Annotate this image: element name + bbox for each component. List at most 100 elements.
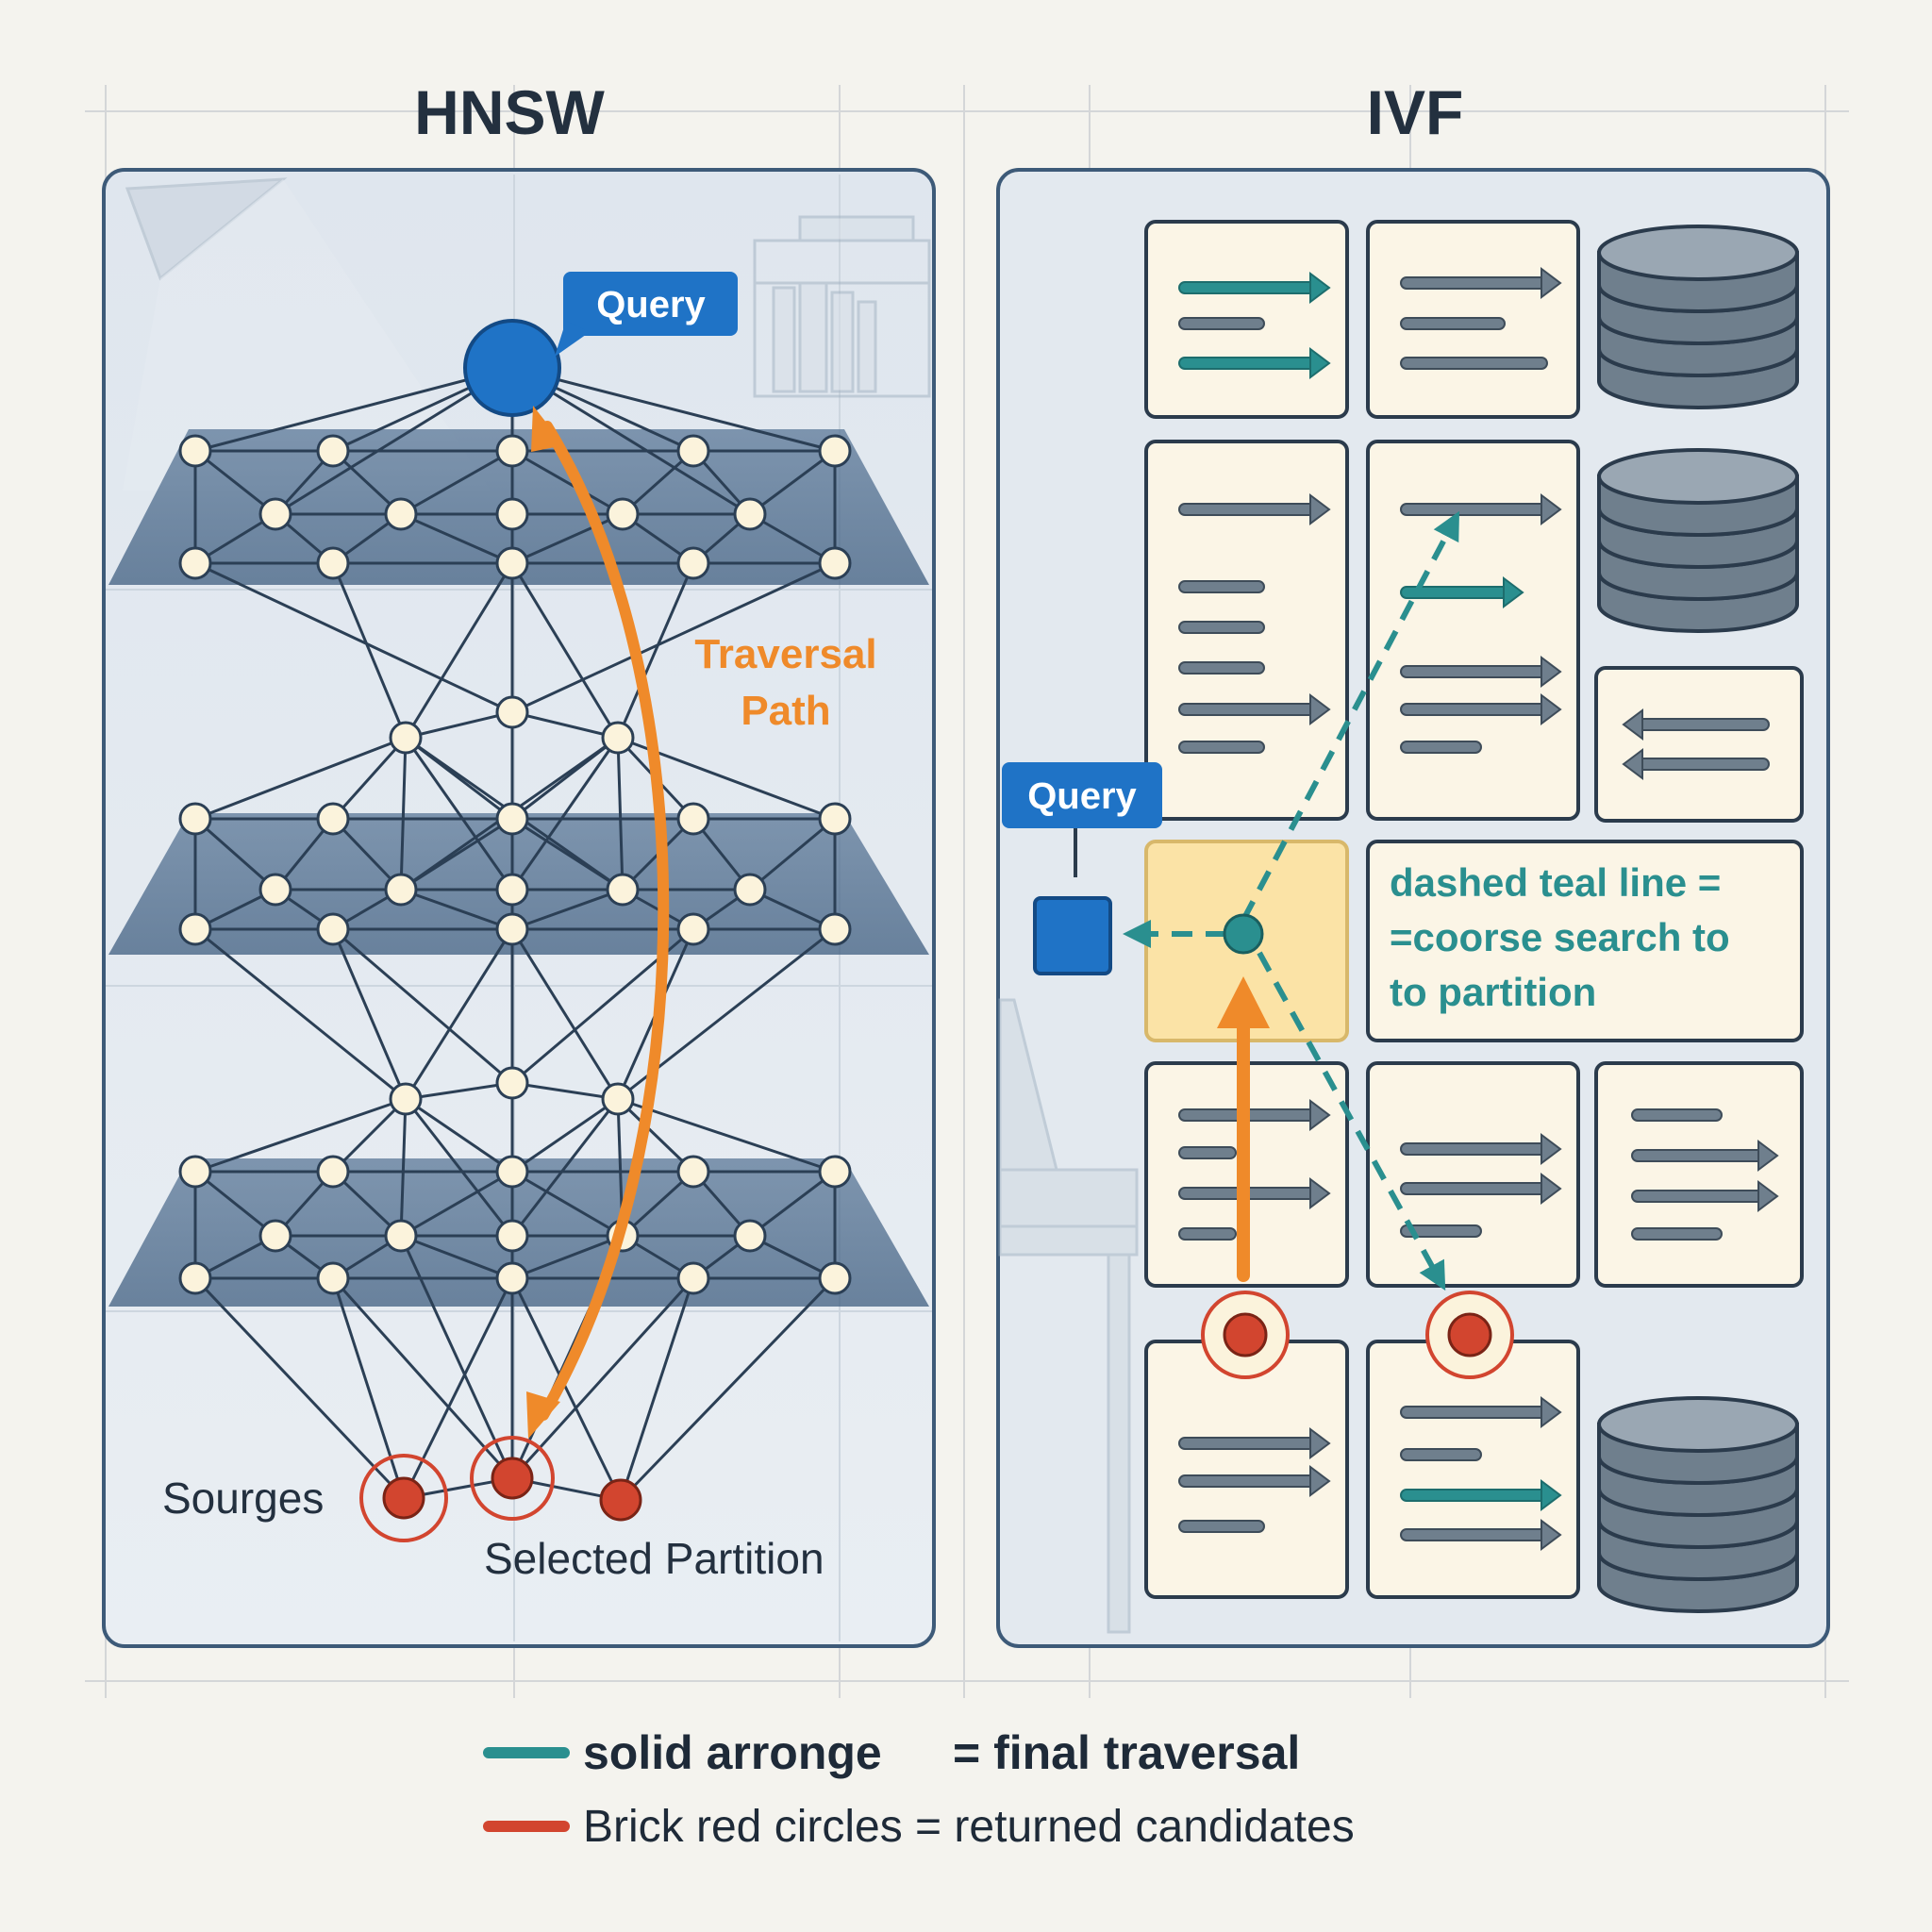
vector-entry xyxy=(1400,741,1482,754)
graph-edge xyxy=(511,1081,619,1101)
graph-edge xyxy=(400,888,513,931)
graph-edge xyxy=(510,1276,695,1480)
legend-red-label: Brick red circles = returned candidates xyxy=(583,1802,1355,1852)
vector-arrow xyxy=(1541,1133,1562,1165)
vector-entry xyxy=(1178,1474,1317,1488)
graph-node xyxy=(818,434,852,468)
vector-arrow xyxy=(1541,493,1562,525)
graph-edge xyxy=(616,562,695,739)
graph-node xyxy=(676,912,710,946)
graph-edge xyxy=(510,1098,620,1237)
vector-arrow xyxy=(1541,1173,1562,1205)
ivf-candidate-node xyxy=(1447,1312,1492,1357)
graph-edge xyxy=(331,1276,514,1480)
graph-node xyxy=(178,434,212,468)
graph-node xyxy=(601,1082,635,1116)
ivf-partition-cell xyxy=(1144,1340,1349,1599)
graph-node xyxy=(384,873,418,907)
hnsw-sources-label: Sourges xyxy=(162,1474,324,1523)
hnsw-candidate-ring xyxy=(359,1454,448,1542)
graph-edge xyxy=(404,1098,514,1237)
hnsw-selected-label: Selected Partition xyxy=(484,1534,824,1583)
graph-edge xyxy=(404,928,514,1100)
vector-entry xyxy=(1400,665,1548,678)
graph-node xyxy=(676,1261,710,1295)
graph-node xyxy=(178,1261,212,1295)
graph-edge xyxy=(400,1234,513,1280)
graph-edge xyxy=(194,449,276,516)
graph-node xyxy=(733,873,767,907)
graph-node xyxy=(495,1155,529,1189)
graph-edge xyxy=(331,1277,406,1499)
graph-node xyxy=(495,497,529,531)
ivf-query-label: Query xyxy=(1002,762,1162,877)
ivf-final-traversal-arrowhead xyxy=(1217,976,1270,1028)
ivf-title: IVF xyxy=(1367,77,1464,147)
vector-entry xyxy=(1400,1224,1482,1238)
graph-edge xyxy=(194,1170,276,1238)
graph-node xyxy=(606,497,640,531)
ivf-coarse-search-up xyxy=(1241,510,1460,922)
graph-node xyxy=(733,497,767,531)
vector-entry xyxy=(1178,580,1265,593)
graph-node xyxy=(316,1261,350,1295)
vector-entry xyxy=(1631,1227,1723,1241)
graph-node xyxy=(495,1261,529,1295)
graph-edge xyxy=(510,737,620,891)
graph-node xyxy=(316,1155,350,1189)
hnsw-query-label: Query xyxy=(555,272,738,357)
graph-node xyxy=(495,434,529,468)
graph-node xyxy=(258,873,292,907)
vector-entry xyxy=(1400,1142,1548,1156)
graph-edge xyxy=(749,449,836,516)
graph-node xyxy=(258,497,292,531)
graph-edge xyxy=(404,562,514,739)
graph-node xyxy=(495,802,529,836)
vector-entry xyxy=(1178,357,1317,370)
graph-node xyxy=(495,873,529,907)
vector-entry xyxy=(1178,621,1265,634)
hnsw-query-text: Query xyxy=(596,284,706,325)
graph-node xyxy=(389,1082,423,1116)
vector-entry xyxy=(1178,1520,1265,1533)
ivf-query-text: Query xyxy=(1027,775,1137,817)
graph-node xyxy=(178,802,212,836)
vector-entry xyxy=(1178,741,1265,754)
graph-node xyxy=(818,802,852,836)
graph-edge xyxy=(619,1277,695,1501)
graph-edge xyxy=(511,561,836,714)
vector-arrow xyxy=(1309,1177,1331,1209)
vector-entry xyxy=(1178,503,1317,516)
graph-node xyxy=(384,497,418,531)
bookshelf-decoration xyxy=(753,215,931,398)
graph-node xyxy=(384,1219,418,1253)
hnsw-graph-edges xyxy=(193,366,837,1502)
graph-edge xyxy=(332,927,513,1085)
vector-arrow xyxy=(1541,656,1562,688)
ivf-note-cell xyxy=(1366,840,1804,1042)
legend: solid arronge = final traversal Brick re… xyxy=(483,1726,1355,1852)
hnsw-candidate-node xyxy=(382,1476,425,1520)
hnsw-traversal-arrowhead-top xyxy=(531,406,564,452)
graph-node xyxy=(676,1155,710,1189)
graph-edge xyxy=(616,737,625,891)
hnsw-path-label-line1: Traversal xyxy=(694,631,876,677)
graph-edge xyxy=(399,1098,408,1237)
graph-edge xyxy=(399,1235,514,1479)
vector-entry xyxy=(1178,317,1265,330)
vector-entry xyxy=(1400,357,1548,370)
graph-node xyxy=(495,546,529,580)
legend-teal-meaning: = final traversal xyxy=(953,1726,1300,1779)
graph-edge xyxy=(616,1097,695,1174)
vector-arrow xyxy=(1503,576,1524,608)
graph-node xyxy=(316,802,350,836)
graph-edge xyxy=(194,927,407,1101)
graph-edge xyxy=(331,928,408,1100)
hnsw-panel: Query Traversal Path Sourges Selected Pa… xyxy=(102,168,936,1648)
graph-edge xyxy=(194,736,407,821)
graph-edge xyxy=(510,1277,623,1501)
ivf-note-line2: =coorse search to xyxy=(1390,915,1730,959)
hnsw-selected-node xyxy=(491,1457,534,1500)
vector-arrow xyxy=(1622,708,1643,741)
graph-node xyxy=(601,721,635,755)
